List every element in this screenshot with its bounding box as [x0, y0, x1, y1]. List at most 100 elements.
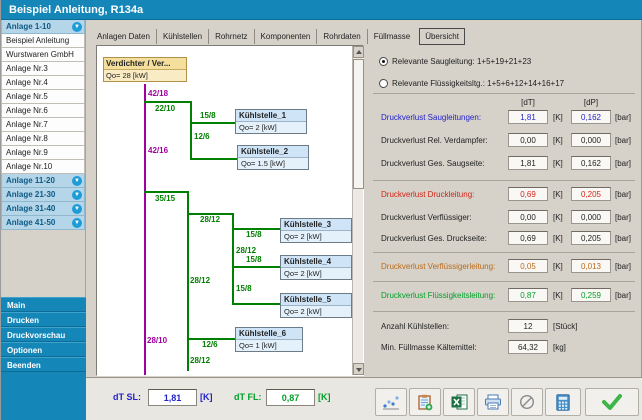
calculator-icon — [556, 393, 570, 411]
cooling-point-node-3[interactable]: Kühlstelle_3 Qo= 2 [kW] — [280, 218, 352, 243]
diagram-scrollbar[interactable] — [352, 46, 364, 375]
sidebar-group-anlage-31-40[interactable]: Anlage 31-40 ▼ — [1, 202, 85, 216]
divider — [373, 180, 635, 181]
radio-icon[interactable] — [379, 78, 388, 88]
cooling-point-node-2[interactable]: Kühlstelle_2 Qo= 1.5 [kW] — [237, 145, 309, 170]
sidebar-item-anlage-3[interactable]: Anlage Nr.3 — [1, 62, 85, 76]
printer-icon — [485, 394, 501, 410]
cancel-button[interactable] — [511, 388, 543, 416]
divider — [373, 252, 635, 253]
pipe-size-label: 28/12 — [190, 356, 211, 365]
pressure-row-total-suction: Druckverlust Ges. Saugseite: 1,81 [K] 0,… — [371, 156, 637, 171]
tab-komponenten[interactable]: Komponenten — [255, 29, 318, 44]
column-header-dp: [dP] — [583, 98, 599, 107]
scrollbar-thumb[interactable] — [353, 59, 364, 189]
print-button[interactable] — [477, 388, 509, 416]
sidebar-item-anlage-4[interactable]: Anlage Nr.4 — [1, 76, 85, 90]
pipe-size-label: 15/8 — [246, 255, 262, 264]
sidebar-group-anlage-11-20[interactable]: Anlage 11-20 ▼ — [1, 174, 85, 188]
pipe-branch2-sub-drop-line — [232, 213, 234, 305]
pipe-size-label: 12/6 — [194, 132, 210, 141]
chart-button[interactable] — [375, 388, 407, 416]
dt-sl-unit: [K] — [200, 392, 213, 402]
unit-bar: [bar] — [615, 113, 632, 122]
pipe-size-label: 22/10 — [155, 104, 176, 113]
sidebar: Anlage 1-10 ▼ Beispiel Anleitung Wurstwa… — [1, 20, 86, 420]
radio-relevant-suction[interactable]: Relevante Saugleitung: 1+5+19+21+23 — [379, 55, 531, 67]
pipe-branch2-line — [144, 191, 189, 193]
radio-label: Relevante Saugleitung: 1+5+19+21+23 — [392, 56, 532, 66]
cooling-point-node-5[interactable]: Kühlstelle_5 Qo= 2 [kW] — [280, 293, 352, 318]
expand-icon[interactable]: ▼ — [72, 218, 82, 228]
compressor-title: Verdichter / Ver... — [106, 59, 171, 68]
dt-sl-input[interactable] — [148, 389, 197, 406]
menu-item-beenden[interactable]: Beenden — [1, 357, 86, 372]
row-label: Druckverlust Saugleitungen: — [381, 113, 482, 122]
pipe-size-label: 42/16 — [148, 146, 169, 155]
sidebar-item-anlage-6[interactable]: Anlage Nr.6 — [1, 104, 85, 118]
pipe-size-label: 28/12 — [236, 246, 257, 255]
tab-kuehlstellen[interactable]: Kühlstellen — [157, 29, 210, 44]
sidebar-item-anlage-7[interactable]: Anlage Nr.7 — [1, 118, 85, 132]
radio-relevant-liquid[interactable]: Relevante Flüssigkeitsltg.: 1+5+6+12+14+… — [379, 77, 564, 89]
tab-uebersicht[interactable]: Übersicht — [419, 28, 465, 45]
unit-bar: [bar] — [615, 291, 632, 300]
cooling-point-node-4[interactable]: Kühlstelle_4 Qo= 2 [kW] — [280, 255, 352, 280]
unit-k: [K] — [553, 190, 563, 199]
tab-rohrnetz[interactable]: Rohrnetz — [209, 29, 255, 44]
sidebar-group-label: Anlage 21-30 — [6, 190, 56, 199]
cooling-point-node-6[interactable]: Kühlstelle_6 Qo= 1 [kW] — [235, 327, 303, 352]
report-add-button[interactable] — [409, 388, 441, 416]
divider — [373, 311, 635, 312]
expand-icon[interactable]: ▼ — [72, 204, 82, 214]
expand-icon[interactable]: ▼ — [72, 22, 82, 32]
unit-k: [K] — [553, 213, 563, 222]
menu-item-main[interactable]: Main — [1, 297, 86, 312]
expand-icon[interactable]: ▼ — [72, 190, 82, 200]
sidebar-group-anlage-21-30[interactable]: Anlage 21-30 ▼ — [1, 188, 85, 202]
excel-export-button[interactable] — [443, 388, 475, 416]
row-label: Druckverlust Verflüssigerleitung: — [381, 262, 496, 271]
cooling-point-capacity: Qo= 2 [kW] — [281, 268, 351, 279]
confirm-button[interactable] — [585, 388, 639, 416]
sidebar-group-label: Anlage 41-50 — [6, 218, 56, 227]
tab-anlagen-daten[interactable]: Anlagen Daten — [91, 29, 157, 44]
tab-rohrdaten[interactable]: Rohrdaten — [317, 29, 368, 44]
sidebar-group-anlage-1-10[interactable]: Anlage 1-10 ▼ — [1, 20, 85, 34]
tab-bar: Anlagen Daten Kühlstellen Rohrnetz Kompo… — [91, 28, 465, 45]
sidebar-item-anlage-10[interactable]: Anlage Nr.10 — [1, 160, 85, 174]
radio-icon[interactable] — [379, 56, 388, 66]
dt-sl-label: dT SL: — [113, 392, 141, 402]
status-bar: dT SL: [K] dT FL: [K] — [86, 377, 642, 420]
expand-icon[interactable]: ▼ — [72, 176, 82, 186]
cooling-point-title: Kühlstelle_1 — [236, 110, 306, 122]
cooling-point-capacity: Qo= 2 [kW] — [281, 231, 351, 242]
dt-value: 1,81 — [508, 156, 548, 170]
calculator-button[interactable] — [545, 388, 581, 416]
compressor-node[interactable]: Verdichter / Ver... Qo= 28 [kW] — [103, 57, 187, 82]
cooling-point-capacity: Qo= 2 [kW] — [236, 122, 306, 133]
sidebar-item-anlage-9[interactable]: Anlage Nr.9 — [1, 146, 85, 160]
scroll-down-button[interactable] — [353, 363, 364, 375]
sidebar-item-anlage-8[interactable]: Anlage Nr.8 — [1, 132, 85, 146]
menu-item-optionen[interactable]: Optionen — [1, 342, 86, 357]
sidebar-item-anlage-5[interactable]: Anlage Nr.5 — [1, 90, 85, 104]
cooling-point-node-1[interactable]: Kühlstelle_1 Qo= 2 [kW] — [235, 109, 307, 134]
sidebar-item-wurstwaren[interactable]: Wurstwaren GmbH — [1, 48, 85, 62]
row-label: Min. Füllmasse Kältemittel: — [381, 343, 477, 352]
sidebar-group-label: Anlage 1-10 — [6, 22, 51, 31]
dp-value: 0,013 — [571, 259, 611, 273]
dt-fl-input[interactable] — [266, 389, 315, 406]
dt-value: 0,69 — [508, 231, 548, 245]
cooling-point-title: Kühlstelle_4 — [281, 256, 351, 268]
dp-value: 0,162 — [571, 110, 611, 124]
sidebar-group-anlage-41-50[interactable]: Anlage 41-50 ▼ — [1, 216, 85, 230]
unit-bar: [bar] — [615, 262, 632, 271]
menu-item-drucken[interactable]: Drucken — [1, 312, 86, 327]
sidebar-item-beispiel-anleitung[interactable]: Beispiel Anleitung — [1, 34, 85, 48]
menu-item-druckvorschau[interactable]: Druckvorschau — [1, 327, 86, 342]
pressure-row-rel-evaporator: Druckverlust Rel. Verdampfer: 0,00 [K] 0… — [371, 133, 637, 148]
scroll-up-button[interactable] — [353, 46, 364, 58]
tab-fuellmasse[interactable]: Füllmasse — [373, 32, 411, 41]
cooling-point-capacity: Qo= 1 [kW] — [236, 340, 302, 351]
